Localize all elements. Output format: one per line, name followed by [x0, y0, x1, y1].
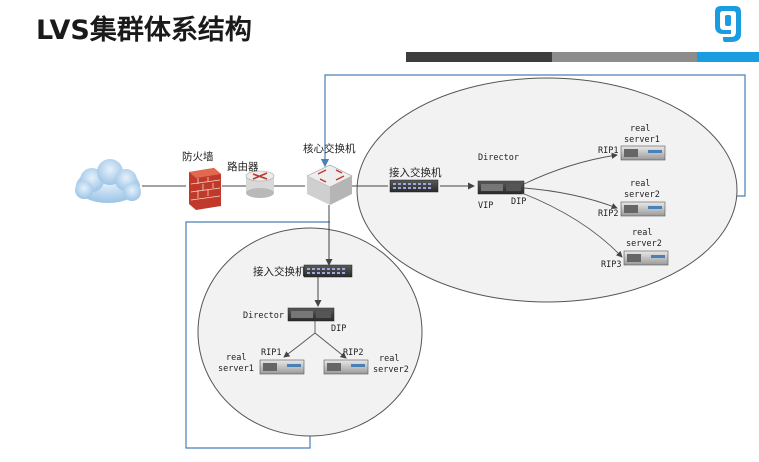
header-bar-dark [406, 52, 552, 62]
upper-rs3-real: real [632, 228, 652, 238]
upper-real-server2-icon [620, 201, 666, 217]
upper-director-label: Director [478, 153, 519, 163]
lower-access-switch-label: 接入交换机 [253, 265, 306, 278]
lower-loop-link [185, 221, 330, 449]
upper-cluster-ellipse [356, 77, 738, 303]
upper-access-switch-icon [389, 179, 439, 193]
lower-rs2-name: server2 [373, 365, 409, 375]
lower-rs2-real: real [379, 354, 399, 364]
lower-director-icon [287, 307, 335, 322]
lower-access-switch-icon [303, 264, 353, 278]
upper-rs1-real: real [630, 124, 650, 134]
header-bar-gray [552, 52, 697, 62]
lower-director-label: Director [243, 311, 284, 321]
upper-real-server3-icon [623, 250, 669, 266]
upper-rs1-name: server1 [624, 135, 660, 145]
upper-rs2-name: server2 [624, 190, 660, 200]
upper-rs3-rip: RIP3 [601, 260, 621, 270]
lower-rs1-rip: RIP1 [261, 348, 281, 358]
router-label: 路由器 [227, 160, 259, 173]
upper-real-server1-icon [620, 145, 666, 161]
router-icon [245, 170, 275, 198]
lower-rs1-name: server1 [218, 364, 254, 374]
lower-real-server1-icon [259, 359, 305, 375]
upper-rs2-real: real [630, 179, 650, 189]
upper-loop-link [324, 74, 746, 197]
lower-rs1-real: real [226, 353, 246, 363]
internet-cloud-icon [75, 159, 141, 203]
lower-rs2-rip: RIP2 [343, 348, 363, 358]
slide-title: LVS集群体系结构 [36, 15, 252, 46]
upper-rs2-rip: RIP2 [598, 209, 618, 219]
header-bar-blue [697, 52, 759, 62]
upper-rs1-rip: RIP1 [598, 146, 618, 156]
upper-director-icon [477, 180, 525, 195]
upper-dip-label: DIP [511, 197, 526, 207]
upper-vip-label: VIP [478, 201, 493, 211]
lower-dip-label: DIP [331, 324, 346, 334]
upper-access-switch-label: 接入交换机 [389, 166, 442, 179]
brand-logo-icon [715, 6, 741, 42]
firewall-label: 防火墙 [182, 150, 214, 163]
core-switch-label: 核心交换机 [303, 142, 356, 155]
upper-rs3-name: server2 [626, 239, 662, 249]
lower-cluster-ellipse [197, 227, 423, 437]
core-switch-icon [306, 164, 353, 205]
lower-real-server2-icon [323, 359, 369, 375]
firewall-icon [189, 168, 221, 210]
